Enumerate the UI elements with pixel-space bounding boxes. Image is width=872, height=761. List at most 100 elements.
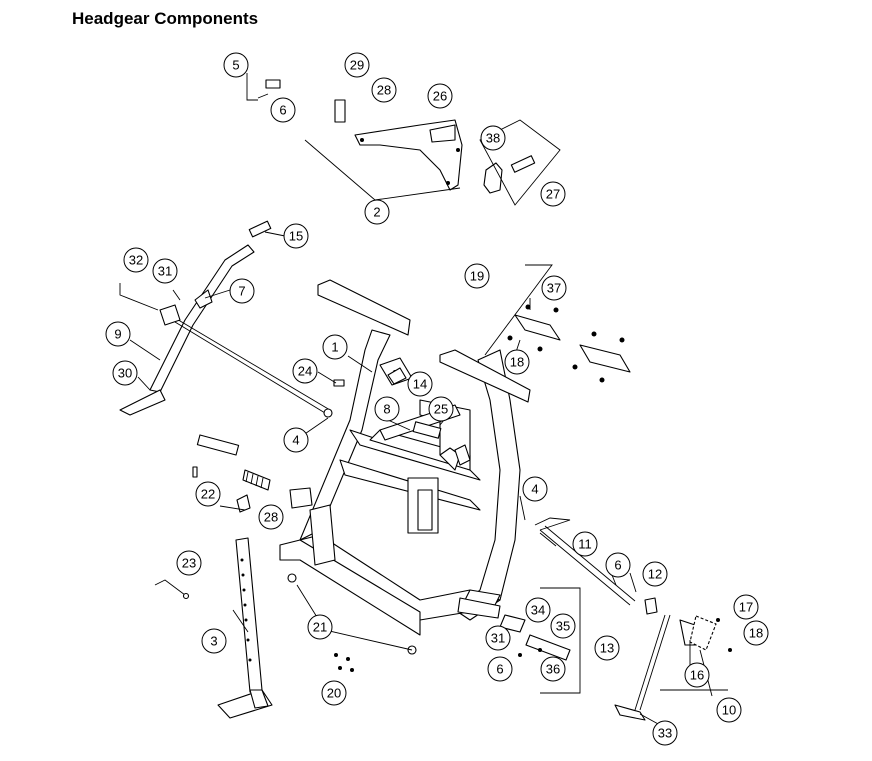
- callout-26: 26: [427, 83, 453, 109]
- callout-28-left: 28: [258, 504, 284, 530]
- callout-17: 17: [733, 594, 759, 620]
- svg-text:19: 19: [470, 269, 484, 284]
- leader-lines: [119, 73, 728, 726]
- svg-text:2: 2: [373, 205, 380, 220]
- callout-25: 25: [428, 396, 454, 422]
- svg-text:38: 38: [486, 131, 500, 146]
- callout-38: 38: [480, 125, 506, 151]
- svg-text:4: 4: [531, 482, 538, 497]
- callout-6-bottom: 6: [487, 656, 513, 682]
- callout-13: 13: [594, 635, 620, 661]
- right-lever: [614, 614, 732, 721]
- svg-text:13: 13: [600, 641, 614, 656]
- callout-6-top: 6: [270, 97, 296, 123]
- svg-text:26: 26: [433, 89, 447, 104]
- callout-37: 37: [541, 275, 567, 301]
- callout-36: 36: [540, 656, 566, 682]
- svg-text:28: 28: [377, 83, 391, 98]
- svg-text:17: 17: [739, 600, 753, 615]
- callout-4-left: 4: [283, 427, 309, 453]
- right-linkage: [499, 517, 658, 661]
- svg-text:8: 8: [383, 402, 390, 417]
- svg-text:34: 34: [531, 603, 545, 618]
- callout-14: 14: [407, 371, 433, 397]
- small-items-center: [333, 367, 442, 439]
- callout-9: 9: [105, 321, 131, 347]
- svg-text:32: 32: [129, 253, 143, 268]
- callout-10: 10: [716, 697, 742, 723]
- svg-text:16: 16: [690, 668, 704, 683]
- pin-group-5-6: [257, 79, 281, 99]
- svg-text:36: 36: [546, 662, 560, 677]
- parts-drawing: [119, 79, 732, 721]
- svg-text:23: 23: [182, 556, 196, 571]
- svg-text:12: 12: [648, 567, 662, 582]
- svg-text:24: 24: [298, 364, 312, 379]
- callout-3: 3: [201, 628, 227, 654]
- callout-33: 33: [652, 720, 678, 746]
- callout-18-center: 18: [504, 349, 530, 375]
- callout-21: 21: [307, 614, 333, 640]
- callout-32: 32: [123, 247, 149, 273]
- svg-text:18: 18: [749, 626, 763, 641]
- svg-text:22: 22: [201, 487, 215, 502]
- svg-text:6: 6: [614, 558, 621, 573]
- callout-20: 20: [321, 680, 347, 706]
- svg-text:20: 20: [327, 686, 341, 701]
- svg-text:25: 25: [434, 402, 448, 417]
- callout-19: 19: [464, 263, 490, 289]
- callout-6-right: 6: [605, 552, 631, 578]
- page-title: Headgear Components: [72, 9, 259, 28]
- callout-31-top: 31: [152, 258, 178, 284]
- callout-4-right: 4: [522, 476, 548, 502]
- svg-text:11: 11: [578, 537, 592, 552]
- svg-text:30: 30: [118, 366, 132, 381]
- callout-1: 1: [322, 334, 348, 360]
- svg-text:9: 9: [114, 327, 121, 342]
- callout-5: 5: [223, 52, 249, 78]
- main-frame: [279, 279, 531, 636]
- callout-35: 35: [550, 613, 576, 639]
- svg-text:27: 27: [546, 187, 560, 202]
- callout-7: 7: [229, 278, 255, 304]
- pin-spring-group-left: [192, 434, 271, 523]
- svg-text:7: 7: [238, 284, 245, 299]
- pedal-linkage: [119, 220, 333, 418]
- svg-text:35: 35: [556, 619, 570, 634]
- svg-text:1: 1: [331, 340, 338, 355]
- callout-24: 24: [292, 358, 318, 384]
- callout-11: 11: [572, 531, 598, 557]
- callout-15: 15: [283, 223, 309, 249]
- callout-34: 34: [525, 597, 551, 623]
- svg-text:5: 5: [232, 58, 239, 73]
- callout-18-right: 18: [743, 620, 769, 646]
- callout-22: 22: [195, 481, 221, 507]
- bracket-group-19: [507, 304, 631, 383]
- svg-text:14: 14: [413, 377, 427, 392]
- callout-31-bottom: 31: [485, 625, 511, 651]
- callout-27: 27: [540, 181, 566, 207]
- svg-text:15: 15: [289, 229, 303, 244]
- svg-text:6: 6: [496, 662, 503, 677]
- callout-2: 2: [364, 199, 390, 225]
- svg-text:4: 4: [292, 433, 299, 448]
- svg-text:33: 33: [658, 726, 672, 741]
- callout-28-top: 28: [371, 77, 397, 103]
- svg-text:28: 28: [264, 510, 278, 525]
- svg-text:31: 31: [158, 264, 172, 279]
- stand: [217, 537, 273, 719]
- svg-text:31: 31: [491, 631, 505, 646]
- svg-text:3: 3: [210, 634, 217, 649]
- svg-text:18: 18: [510, 355, 524, 370]
- callout-8: 8: [374, 396, 400, 422]
- svg-text:37: 37: [547, 281, 561, 296]
- bracket-assembly: [334, 99, 536, 194]
- callout-29: 29: [344, 52, 370, 78]
- pin-23: [154, 579, 190, 600]
- callout-23: 23: [176, 550, 202, 576]
- svg-text:6: 6: [279, 103, 286, 118]
- callout-12: 12: [642, 561, 668, 587]
- svg-text:10: 10: [722, 703, 736, 718]
- svg-text:21: 21: [313, 620, 327, 635]
